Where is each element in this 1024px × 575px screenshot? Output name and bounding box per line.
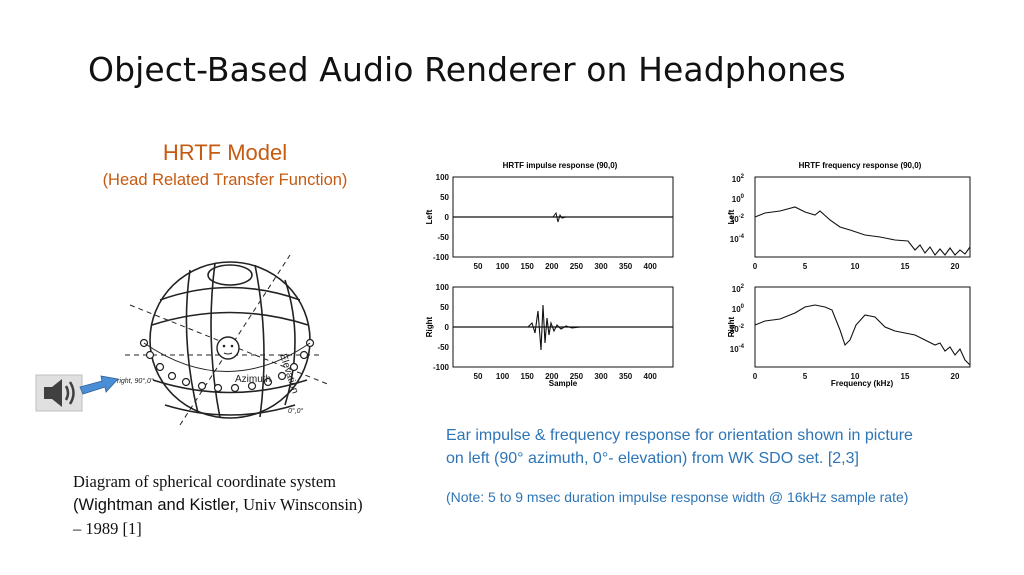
impulse-xtick-label: 300 (594, 372, 608, 381)
impulse-xtick-label: 350 (619, 372, 633, 381)
impulse-xtick-label: 250 (570, 262, 584, 271)
impulse-ytick-label: 100 (436, 283, 450, 292)
impulse-xtick-label: 50 (474, 372, 483, 381)
freq-ytick-label: 10-2 (730, 324, 745, 334)
hrtf-title: HRTF Model (162, 140, 288, 165)
hrtf-subtitle: (Head Related Transfer Function) (102, 171, 348, 189)
head-icon (216, 336, 240, 360)
impulse-ytick-label: 0 (445, 323, 450, 332)
impulse-ytick-label: -50 (437, 343, 449, 352)
right-ylabel-1: Right (425, 316, 434, 337)
arrow-right-icon (79, 375, 119, 395)
impulse-xtick-label: 250 (570, 372, 584, 381)
note-line3: (Note: 5 to 9 msec duration impulse resp… (446, 489, 909, 505)
freq-xtick-label: 5 (803, 262, 808, 271)
freq-xlabel: Frequency (kHz) (831, 379, 894, 388)
left-ylabel-2: Left (727, 209, 736, 224)
freq-xtick-label: 15 (901, 262, 910, 271)
caption-authors: (Wightman and Kistler, (73, 496, 239, 514)
impulse-plot-title: HRTF impulse response (90,0) (503, 161, 618, 170)
freq-ytick-label: 100 (732, 194, 745, 204)
impulse-xtick-label: 100 (496, 262, 510, 271)
note-line1: Ear impulse & frequency response for ori… (446, 427, 913, 444)
azimuth-label: Azimuth (235, 374, 271, 385)
freq-ytick-label: 10-4 (730, 344, 745, 354)
impulse-ytick-label: 50 (440, 303, 449, 312)
freq-ytick-label: 102 (732, 174, 745, 184)
left-ylabel-1: Left (425, 209, 434, 224)
caption-line1: Diagram of spherical coordinate system (73, 472, 336, 491)
impulse-xtick-label: 50 (474, 262, 483, 271)
spherical-coordinate-diagram: Elevation Azimuth right, 90°,0° 0°,0° (35, 255, 331, 426)
freq-ytick-label: 100 (732, 304, 745, 314)
impulse-xtick-label: 150 (521, 372, 535, 381)
freq-ytick-label: 102 (732, 284, 745, 294)
impulse-xtick-label: 400 (644, 372, 658, 381)
right-label: right, 90°,0° (117, 377, 154, 385)
freq-xtick-label: 15 (901, 372, 910, 381)
caption-affiliation: Univ Winsconsin) (238, 495, 363, 514)
impulse-xtick-label: 300 (594, 262, 608, 271)
impulse-xtick-label: 400 (644, 262, 658, 271)
note-text: Ear impulse & frequency response for ori… (446, 424, 986, 470)
freq-xtick-label: 0 (753, 372, 758, 381)
freq-xtick-label: 20 (951, 262, 960, 271)
speaker-icon (35, 374, 83, 412)
impulse-ytick-label: 0 (445, 213, 450, 222)
freq-xtick-label: 10 (851, 262, 860, 271)
right-ylabel-2: Right (727, 316, 736, 337)
freq-ytick-label: 10-4 (730, 234, 745, 244)
slide-title: Object-Based Audio Renderer on Headphone… (88, 50, 846, 89)
freq-xtick-label: 0 (753, 262, 758, 271)
freq-xtick-label: 20 (951, 372, 960, 381)
diagram-caption: Diagram of spherical coordinate system (… (73, 470, 413, 540)
impulse-ytick-label: -100 (433, 363, 450, 372)
note-line2: on left (90° azimuth, 0°- elevation) fro… (446, 450, 859, 467)
impulse-xtick-label: 350 (619, 262, 633, 271)
freq-xtick-label: 5 (803, 372, 808, 381)
hrtf-plots: HRTF impulse response (90,0) Left HRTF f… (425, 161, 971, 388)
freq-ytick-label: 10-2 (730, 214, 745, 224)
impulse-xtick-label: 200 (545, 262, 559, 271)
impulse-xtick-label: 100 (496, 372, 510, 381)
impulse-ytick-label: -50 (437, 233, 449, 242)
impulse-xlabel: Sample (549, 379, 578, 388)
impulse-ytick-label: -100 (433, 253, 450, 262)
impulse-xtick-label: 200 (545, 372, 559, 381)
impulse-ytick-label: 50 (440, 193, 449, 202)
impulse-xtick-label: 150 (521, 262, 535, 271)
caption-line3: – 1989 [1] (73, 519, 142, 538)
freq-xtick-label: 10 (851, 372, 860, 381)
freq-plot-title: HRTF frequency response (90,0) (799, 161, 922, 170)
impulse-ytick-label: 100 (436, 173, 450, 182)
bottom-label: 0°,0° (288, 407, 304, 415)
